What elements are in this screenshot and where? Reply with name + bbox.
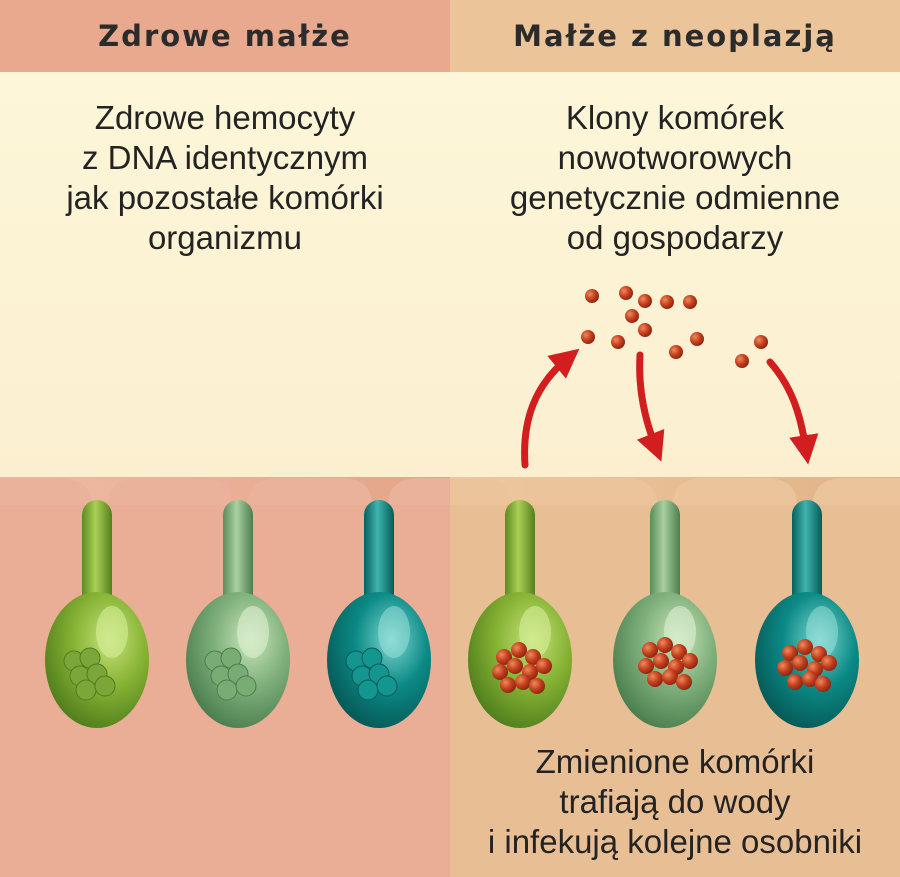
healthy-nucleus-cluster — [204, 647, 257, 701]
infected-hemocyte-green — [468, 500, 572, 728]
right-panel-header: Małże z neoplazją — [513, 19, 837, 53]
infected-hemocyte-teal — [755, 500, 859, 728]
healthy-nucleus-cluster — [63, 647, 116, 701]
cancer-cell-cluster — [638, 637, 698, 690]
healthy-hemocyte-light-green — [186, 500, 290, 728]
cancer-cell-cluster — [777, 639, 837, 692]
left-panel-header: Zdrowe małże — [98, 19, 352, 53]
healthy-hemocyte-green — [45, 500, 149, 728]
left-header-band — [0, 0, 450, 72]
right-header-band — [450, 0, 900, 72]
right-panel-bottom-caption: Zmienione komórki trafiają do wody i inf… — [487, 743, 863, 860]
arrow-infect-middle — [636, 351, 665, 462]
healthy-hemocyte-teal — [327, 500, 431, 728]
cancer-cell-cluster — [492, 642, 552, 694]
infected-hemocyte-light-green — [613, 500, 717, 728]
free-cancer-cells — [581, 286, 768, 368]
arrow-out-to-water — [521, 348, 580, 469]
left-caption-area — [0, 72, 450, 477]
arrow-infect-right — [766, 358, 819, 465]
right-caption-area — [450, 72, 900, 477]
right-panel-caption: Klony komórek nowotworowych genetycznie … — [509, 99, 841, 256]
left-panel-caption: Zdrowe hemocyty z DNA identycznym jak po… — [66, 99, 384, 256]
healthy-nucleus-cluster — [345, 647, 398, 701]
